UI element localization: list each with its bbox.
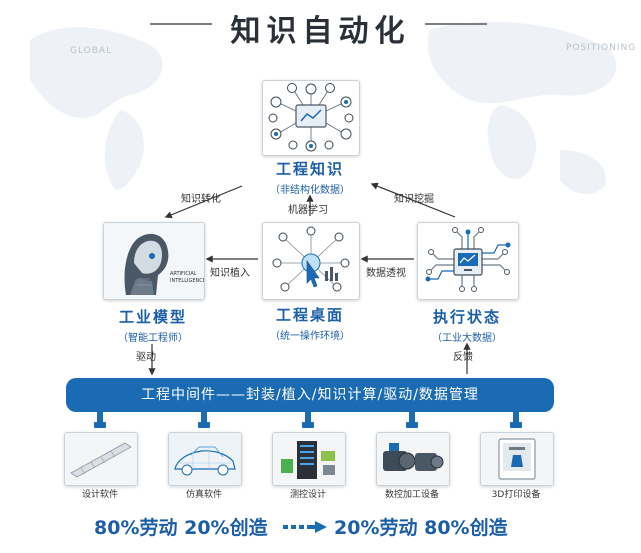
execution-title: 执行状态 <box>432 308 501 326</box>
equipment-card-design <box>64 432 138 486</box>
label-knowledge-transform: 知识转化 <box>181 194 221 205</box>
knowledge-network-icon <box>268 83 354 152</box>
desktop-title: 工程桌面 <box>275 306 344 324</box>
middleware-bar: 工程中间件——封装/植入/知识计算/驱动/数据管理 <box>66 378 554 412</box>
desktop-card <box>262 222 360 300</box>
model-card: ARTIFICIAL INTELLIGENCE <box>103 222 205 300</box>
equipment-card-simulation <box>168 432 242 486</box>
label-knowledge-embed: 知识植入 <box>210 268 250 279</box>
circuit-monitor-icon <box>425 227 511 292</box>
knowledge-caption: 工程知识 （非结构化数据） <box>250 158 370 196</box>
3d-printer-icon <box>481 433 553 485</box>
equipment-card-measurement <box>272 432 346 486</box>
label-machine-learning: 机器学习 <box>288 205 328 216</box>
label-drive: 驱动 <box>136 352 156 363</box>
execution-caption: 执行状态 （工业大数据） <box>407 306 527 344</box>
design-software-icon <box>65 433 137 485</box>
car-simulation-icon <box>169 433 241 485</box>
title-line-left <box>150 23 212 25</box>
arrow-knowledge-transform <box>164 185 243 219</box>
equipment-label-3dprinter: 3D打印设备 <box>491 490 541 500</box>
transition-arrow-icon <box>283 521 327 533</box>
label-data-insight: 数据透视 <box>366 268 406 279</box>
desktop-subtitle: （统一操作环境） <box>270 331 350 342</box>
knowledge-subtitle: （非结构化数据） <box>270 185 350 196</box>
equipment-card-3dprinter <box>480 432 554 486</box>
equipment-label-cnc: 数控加工设备 <box>384 490 439 500</box>
equipment-label-measurement: 测控设计 <box>289 490 326 500</box>
equipment-label-simulation: 仿真软件 <box>185 490 222 500</box>
labor-ratio-after: 20%劳动 80%创造 <box>334 517 508 539</box>
ai-image-text: ARTIFICIAL INTELLIGENCE <box>170 271 205 284</box>
watermark-right: POSITIONING <box>566 43 637 53</box>
model-subtitle: （智能工程师） <box>118 333 188 344</box>
model-caption: 工业模型 （智能工程师） <box>93 306 213 344</box>
model-title: 工业模型 <box>118 308 187 326</box>
execution-subtitle: （工业大数据） <box>432 333 502 344</box>
execution-card <box>417 222 519 300</box>
knowledge-card <box>262 80 360 156</box>
equipment-card-cnc <box>376 432 450 486</box>
equipment-connectors <box>94 412 522 428</box>
equipment-label-design: 设计软件 <box>81 490 118 500</box>
labor-ratio-before: 80%劳动 20%创造 <box>94 517 268 539</box>
watermark-left: GLOBAL <box>70 46 113 56</box>
touch-network-icon <box>272 226 350 292</box>
knowledge-title: 工程知识 <box>275 160 344 178</box>
label-knowledge-mining: 知识挖掘 <box>394 194 434 205</box>
page-title: 知识自动化 <box>230 14 411 49</box>
desktop-caption: 工程桌面 （统一操作环境） <box>250 304 370 342</box>
cnc-motor-icon <box>377 433 449 485</box>
measurement-control-icon <box>273 433 345 485</box>
title-line-right <box>425 23 487 25</box>
label-feedback: 反馈 <box>453 352 473 363</box>
arrow-knowledge-mining <box>370 182 456 218</box>
robot-head-icon <box>104 223 204 299</box>
